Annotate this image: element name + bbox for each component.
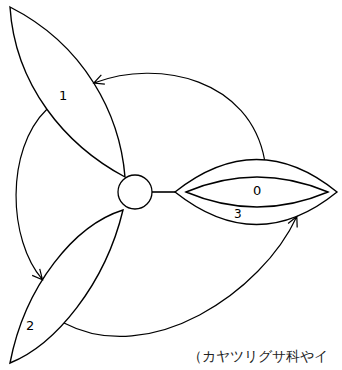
stalk-line (152, 191, 175, 193)
outline-path (175, 160, 337, 225)
shape-outline (5, 5, 130, 180)
leaf-shape: 1 (5, 5, 130, 180)
callout-number: 0 (253, 184, 261, 198)
note-text: （カヤツリグサ科やイ (188, 348, 328, 364)
shape-outline (5, 205, 130, 367)
outline-path (186, 177, 328, 207)
callout-number: 2 (26, 319, 34, 333)
curved-arrow (64, 216, 297, 336)
curved-arrow (16, 109, 47, 279)
outline-path (10, 7, 125, 177)
lens-shape: 03 (172, 157, 340, 227)
leaf-shape: 2 (5, 205, 130, 367)
center-circle (118, 175, 152, 209)
outline-path (10, 210, 123, 363)
curved-arrow (94, 73, 265, 160)
callout-number: 3 (234, 208, 242, 220)
callout-number: 1 (59, 89, 67, 103)
